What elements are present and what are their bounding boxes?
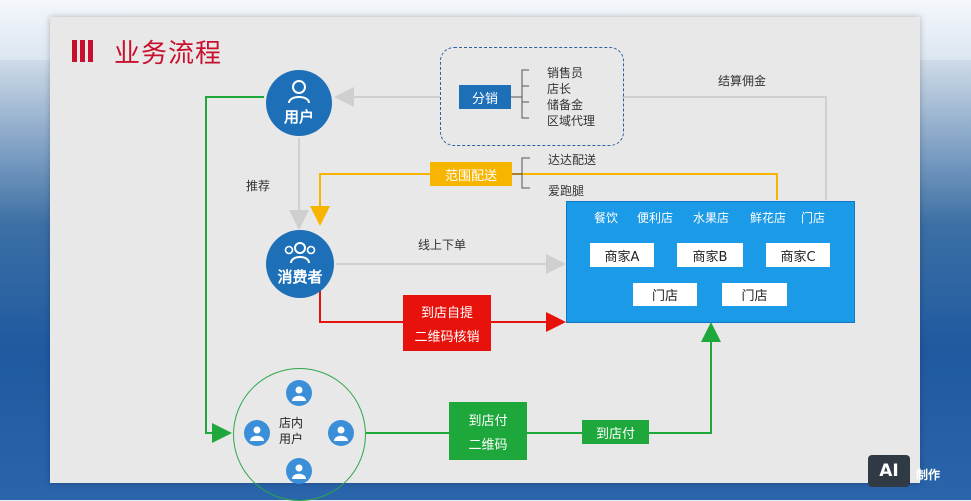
group-icon: [284, 241, 316, 263]
pickup-line2: 二维码核销: [414, 329, 480, 345]
pickup-line1: 到店自提: [420, 305, 473, 321]
settlement-label: 结算佣金: [718, 74, 767, 88]
in-store-users-label: 店内 用户: [279, 415, 303, 447]
pay-in-store-arrow-label: 到店付: [582, 420, 649, 444]
user-label: 用户: [283, 107, 314, 126]
distribution-item: 储备金: [547, 98, 584, 112]
online-order-label: 线上下单: [418, 238, 467, 252]
category-label: 门店: [801, 211, 826, 225]
distribution-item: 店长: [547, 82, 572, 96]
pickup-line: [319, 290, 403, 323]
category-label: 鲜花店: [750, 211, 787, 225]
merchant-box: 商家C: [766, 243, 830, 267]
distribution-label: 分销: [459, 85, 511, 109]
user-to-instore-arrow: [205, 96, 264, 443]
watermark-logo: AI: [868, 455, 910, 487]
store-box: 门店: [722, 283, 787, 306]
user-icon: [328, 420, 354, 446]
in-store-users-text: 店内 用户: [279, 416, 304, 446]
delivery-bracket: [512, 157, 530, 189]
distribution-group: [440, 47, 624, 146]
distribution-item: 区域代理: [547, 114, 596, 128]
distribution-bracket: [511, 69, 529, 119]
delivery-arrow: [310, 173, 430, 226]
pickup-box: 到店自提 二维码核销: [403, 295, 491, 351]
title-bars-icon: [72, 40, 93, 62]
consumer-label: 消费者: [277, 267, 323, 286]
category-label: 便利店: [637, 211, 674, 225]
user-icon: [286, 458, 312, 484]
merchant-box: 商家B: [677, 243, 743, 267]
user-icon: [288, 79, 310, 103]
pay-in-store-line2: 二维码: [468, 437, 508, 453]
user-icon: [244, 420, 270, 446]
user-node: 用户: [266, 70, 332, 136]
delivery-label: 范围配送: [430, 162, 512, 186]
pay-in-store-line1: 到店付: [468, 413, 508, 429]
pay-to-store-arrow: [649, 322, 721, 434]
delivery-line: [512, 173, 778, 200]
settlement-line: [622, 96, 827, 200]
merchant-box: 商家A: [590, 243, 654, 267]
distribution-item: 销售员: [547, 66, 584, 80]
category-label: 水果店: [693, 211, 730, 225]
pay-in-store-box: 到店付 二维码: [449, 402, 527, 460]
delivery-item: 达达配送: [548, 153, 597, 167]
store-box: 门店: [633, 283, 697, 306]
consumer-node: 消费者: [266, 230, 334, 298]
category-label: 餐饮: [594, 211, 619, 225]
recommend-label: 推荐: [246, 179, 271, 193]
user-icon: [286, 380, 312, 406]
watermark-text: 制作: [916, 468, 941, 482]
page-title: 业务流程: [114, 39, 223, 69]
delivery-item: 爱跑腿: [548, 184, 585, 198]
